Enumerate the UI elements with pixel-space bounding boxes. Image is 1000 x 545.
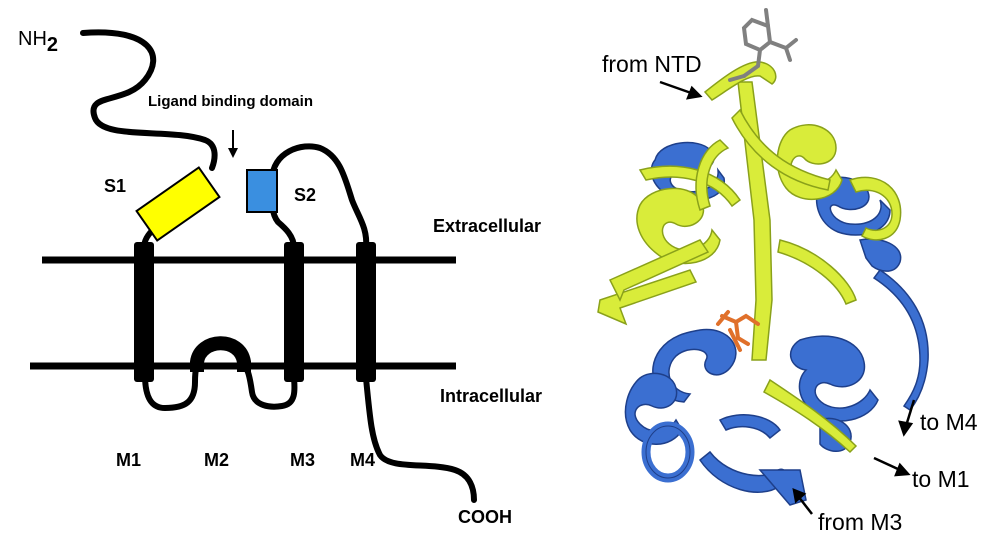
from-ntd-arrow xyxy=(659,80,695,96)
polypeptide-chain-m2-exit xyxy=(237,357,298,410)
m3-helix xyxy=(284,242,304,382)
from-m3-label: from M3 xyxy=(818,509,902,535)
polypeptide-chain-n-to-s1 xyxy=(80,29,218,171)
lobe1-yellow xyxy=(597,61,902,454)
from-ntd-arrowhead xyxy=(686,85,703,100)
m2-label: M2 xyxy=(204,450,229,470)
to-m4-arrow xyxy=(904,399,916,427)
m2-reentrant-loop xyxy=(190,336,251,372)
from-m3-arrow xyxy=(797,495,813,515)
s2-label: S2 xyxy=(294,185,316,205)
m4-helix xyxy=(356,242,376,382)
polypeptide-chain-m3-to-s2 xyxy=(268,143,370,251)
extracellular-label: Extracellular xyxy=(433,216,541,236)
to-m4-arrowhead xyxy=(898,420,914,437)
ligand-arrow-head xyxy=(228,148,238,158)
from-ntd-label: from NTD xyxy=(602,51,702,77)
polypeptide-chain-m4-to-c xyxy=(363,375,477,503)
from-m3-arrowhead xyxy=(792,488,807,504)
intracellular-label: Intracellular xyxy=(440,386,542,406)
s1-domain-box xyxy=(135,166,221,242)
ligand-binding-label: Ligand binding domain xyxy=(148,93,313,110)
topology-diagram: NH2 Ligand binding domain S1 S2 Extracel… xyxy=(18,28,542,527)
m4-label: M4 xyxy=(350,450,375,470)
to-m4-label: to M4 xyxy=(920,409,978,435)
m1-label: M1 xyxy=(116,450,141,470)
m1-helix xyxy=(134,242,154,382)
to-m1-arrow xyxy=(873,456,901,472)
glycan-sticks xyxy=(728,8,798,82)
annotation-arrows xyxy=(659,80,916,515)
s1-label: S1 xyxy=(104,176,126,196)
bound-ligand xyxy=(716,310,760,352)
ribbon-structure: from NTD to M4 to M1 from M3 xyxy=(597,8,978,535)
c-terminus-label: COOH xyxy=(458,507,512,527)
to-m1-label: to M1 xyxy=(912,466,970,492)
lobe2-blue xyxy=(624,141,929,506)
to-m1-arrowhead xyxy=(894,462,911,477)
n-terminus-label: NH2 xyxy=(18,28,58,56)
m3-label: M3 xyxy=(290,450,315,470)
s2-domain-box xyxy=(246,169,278,213)
